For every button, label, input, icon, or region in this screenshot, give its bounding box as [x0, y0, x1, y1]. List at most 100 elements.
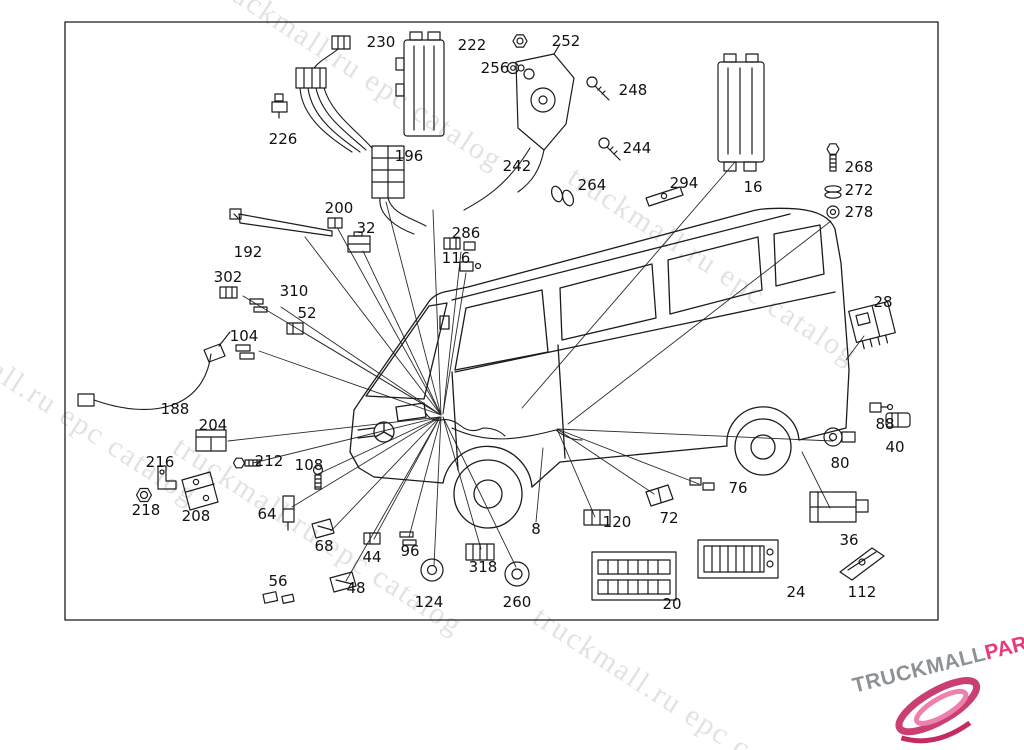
part-shape-244 — [598, 137, 621, 161]
part-shape-120 — [583, 509, 611, 526]
part-shape-242 — [515, 43, 575, 151]
part-shape-36 — [809, 491, 869, 523]
part-number-label: 104 — [229, 327, 259, 345]
part-shape-230 — [295, 35, 351, 89]
part-shape-48 — [329, 571, 357, 593]
part-shape-68 — [311, 518, 335, 539]
part-number-label: 68 — [314, 537, 334, 555]
leader-lines — [227, 161, 865, 582]
part-number-label: 120 — [602, 513, 632, 531]
part-shape-124 — [420, 558, 444, 582]
part-number-label: 248 — [618, 81, 648, 99]
part-shape-20 — [591, 551, 677, 601]
part-shape-204 — [195, 429, 227, 452]
mirror — [439, 315, 450, 330]
part-number-label: 80 — [830, 454, 850, 472]
part-number-label: 302 — [213, 268, 243, 286]
part-shape-88 — [869, 402, 894, 413]
part-number-label: 88 — [875, 415, 895, 433]
part-shape-272 — [824, 185, 842, 199]
part-shape-56 — [262, 591, 295, 604]
part-shape-260 — [504, 561, 530, 587]
van-outline — [349, 207, 850, 529]
part-shape-40 — [885, 412, 911, 428]
part-number-label: 96 — [400, 542, 420, 560]
headlight — [395, 402, 427, 422]
part-shape-112 — [839, 547, 885, 581]
part-shape-310 — [249, 298, 268, 313]
part-shape-278 — [826, 205, 840, 219]
part-number-label: 56 — [268, 572, 288, 590]
part-shape-208 — [181, 471, 219, 511]
part-shape-192 — [229, 208, 333, 237]
part-shape-252 — [512, 34, 528, 48]
part-shape-16 — [717, 53, 765, 172]
part-number-label: 318 — [468, 558, 498, 576]
brand-swirl-icon — [895, 677, 981, 744]
part-shape-248 — [586, 76, 610, 101]
part-number-label: 108 — [294, 456, 324, 474]
part-number-label: 20 — [662, 595, 682, 613]
part-shape-76 — [689, 477, 715, 491]
part-number-label: 244 — [622, 139, 652, 157]
part-number-label: 268 — [844, 158, 874, 176]
part-number-label: 272 — [844, 181, 874, 199]
part-number-label: 216 — [145, 453, 175, 471]
part-shape-80 — [823, 427, 856, 447]
part-number-label: 200 — [324, 199, 354, 217]
part-shape-226 — [271, 93, 288, 119]
part-number-label: 24 — [786, 583, 806, 601]
part-number-label: 294 — [669, 174, 699, 192]
part-number-label: 264 — [577, 176, 607, 194]
mercedes-star-icon — [373, 421, 395, 443]
part-shape-64 — [282, 495, 295, 531]
part-shape-218 — [135, 487, 153, 503]
part-number-label: 256 — [480, 59, 510, 77]
part-number-label: 28 — [873, 293, 893, 311]
part-shape-108 — [312, 464, 324, 490]
part-number-label: 40 — [885, 438, 905, 456]
part-number-label: 310 — [279, 282, 309, 300]
part-shape-212 — [232, 457, 261, 469]
part-shape-28 — [848, 301, 896, 350]
part-number-label: 226 — [268, 130, 298, 148]
part-shape-24 — [697, 539, 779, 579]
part-number-label: 218 — [131, 501, 161, 519]
part-number-label: 52 — [297, 304, 317, 322]
part-number-label: 192 — [233, 243, 263, 261]
part-number-label: 44 — [362, 548, 382, 566]
part-shape-222 — [395, 31, 445, 137]
part-shape-302 — [219, 286, 238, 299]
part-number-label: 188 — [160, 400, 190, 418]
part-shape-96 — [399, 531, 417, 546]
part-shape-32 — [347, 231, 371, 253]
part-number-label: 16 — [743, 178, 763, 196]
part-number-label: 260 — [502, 593, 532, 611]
part-shapes — [77, 31, 911, 604]
part-number-label: 72 — [659, 509, 679, 527]
part-number-label: 64 — [257, 505, 277, 523]
part-shape-264 — [550, 185, 575, 207]
part-number-label: 112 — [847, 583, 877, 601]
part-shape-268 — [826, 143, 840, 172]
part-shape-72 — [645, 484, 674, 507]
part-number-label: 222 — [457, 36, 487, 54]
part-shape-318 — [465, 543, 495, 561]
part-shape-294 — [645, 186, 684, 207]
part-number-label: 242 — [502, 157, 532, 175]
part-number-label: 278 — [844, 203, 874, 221]
part-number-label: 124 — [414, 593, 444, 611]
part-shape-44 — [363, 532, 381, 545]
wiring-harness — [93, 48, 583, 441]
part-number-label: 32 — [356, 219, 376, 237]
diagram-border — [64, 21, 939, 621]
part-number-label: 204 — [198, 416, 228, 434]
part-number-label: 212 — [254, 452, 284, 470]
part-number-label: 208 — [181, 507, 211, 525]
part-shape-196 — [371, 145, 405, 199]
part-shape-116 — [459, 261, 482, 272]
part-number-label: 196 — [394, 147, 424, 165]
part-shape-286 — [443, 237, 476, 251]
